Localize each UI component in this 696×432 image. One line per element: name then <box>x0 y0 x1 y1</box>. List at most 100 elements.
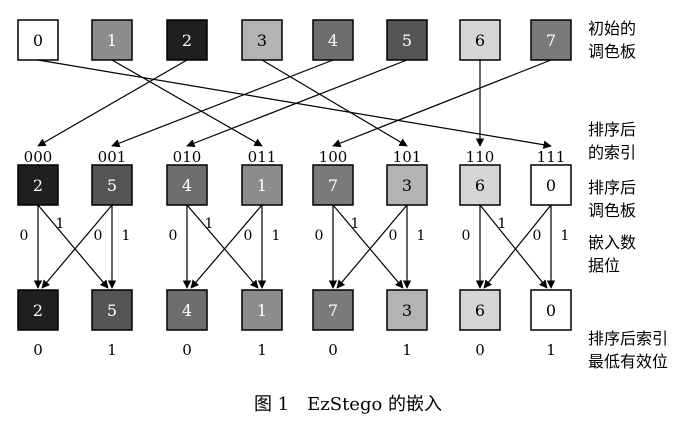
initial-palette-entry-value: 0 <box>33 31 43 50</box>
result-palette-entry-swatch <box>312 289 354 331</box>
sorted-index-label: 011 <box>248 148 277 166</box>
sorted-palette-entry-swatch <box>312 164 354 206</box>
embed-arrow-cross <box>37 204 109 289</box>
result-palette-entry-swatch <box>530 289 572 331</box>
initial-palette-entry-value: 7 <box>546 31 556 50</box>
side-label-lsb: 排序后索引 <box>588 329 668 348</box>
embed-arrow-cross <box>186 204 259 289</box>
sort-mapping-arrow <box>332 59 552 148</box>
lsb-value: 1 <box>257 341 267 359</box>
result-palette-entry: 1 <box>241 289 283 331</box>
sorted-palette-entry-value: 6 <box>475 176 485 195</box>
embed-bit-label: 0 <box>94 228 103 244</box>
result-palette-entry: 2 <box>17 289 59 331</box>
side-label-embed-bit: 嵌入数 <box>588 233 636 252</box>
result-palette-entry-value: 7 <box>328 301 338 320</box>
side-label-initial-palette: 调色板 <box>588 42 636 61</box>
embed-bit-label: 1 <box>351 216 360 232</box>
initial-palette-entry-swatch <box>241 19 283 61</box>
initial-palette-entry-value: 4 <box>328 31 338 50</box>
sorted-palette-entry: 5 <box>91 164 133 206</box>
initial-palette-entry: 7 <box>530 19 572 61</box>
embed-arrow-cross <box>41 204 113 289</box>
lsb-value: 0 <box>33 341 43 359</box>
embed-bit-label: 1 <box>417 228 426 244</box>
sorted-palette-entry: 0 <box>530 164 572 206</box>
embed-bit-label: 1 <box>498 216 507 232</box>
sorted-index-label: 100 <box>319 148 348 166</box>
initial-palette-entry-swatch <box>166 19 208 61</box>
sorted-index-label: 111 <box>537 148 566 166</box>
result-palette-entry-swatch <box>459 289 501 331</box>
lsb-value: 0 <box>328 341 338 359</box>
initial-palette-entry-value: 2 <box>182 31 192 50</box>
result-palette-entry: 3 <box>386 289 428 331</box>
side-label-embed-bit: 据位 <box>588 256 620 275</box>
embed-bit-label: 0 <box>462 228 471 244</box>
result-palette-entry: 7 <box>312 289 354 331</box>
sorted-palette-entry-swatch <box>386 164 428 206</box>
sorted-palette-entry-value: 7 <box>328 176 338 195</box>
embed-bit-label: 1 <box>272 228 281 244</box>
lsb-value: 1 <box>402 341 412 359</box>
side-label-sorted-palette: 调色板 <box>588 201 636 220</box>
result-palette-entry-swatch <box>241 289 283 331</box>
sorted-palette-entry: 7 <box>312 164 354 206</box>
result-palette-entry: 6 <box>459 289 501 331</box>
embed-bit-label: 1 <box>561 228 570 244</box>
result-palette-entry: 4 <box>166 289 208 331</box>
side-label-sorted-palette: 排序后 <box>588 178 636 197</box>
initial-palette-entry-swatch <box>312 19 354 61</box>
initial-palette-entry-value: 5 <box>402 31 412 50</box>
embed-bit-label: 0 <box>244 228 253 244</box>
sort-mapping-arrow <box>37 59 552 149</box>
sorted-index-label: 000 <box>24 148 53 166</box>
result-palette-entry-swatch <box>166 289 208 331</box>
sorted-palette-entry: 1 <box>241 164 283 206</box>
sort-mapping-arrow <box>111 59 334 148</box>
result-palette-entry-value: 6 <box>475 301 485 320</box>
sorted-palette-entry-value: 4 <box>182 176 192 195</box>
sort-mapping-arrow <box>37 59 188 147</box>
result-palette-entry-value: 4 <box>182 301 192 320</box>
side-label-initial-palette: 初始的 <box>588 19 636 38</box>
sorted-index-label: 110 <box>466 148 495 166</box>
sorted-palette-entry-swatch <box>459 164 501 206</box>
sort-mapping-arrow <box>111 59 263 147</box>
sorted-index-label: 010 <box>173 148 202 166</box>
sort-mapping-arrow <box>261 59 408 147</box>
connector-lines <box>33 59 556 289</box>
initial-palette-entry-value: 1 <box>107 31 117 50</box>
embed-bit-label: 0 <box>389 228 398 244</box>
embed-bit-label: 1 <box>122 228 131 244</box>
sorted-palette-entry-value: 3 <box>402 176 412 195</box>
result-palette-entry: 5 <box>91 289 133 331</box>
lsb-value: 0 <box>182 341 192 359</box>
initial-palette-entry: 1 <box>91 19 133 61</box>
initial-palette-entry-swatch <box>459 19 501 61</box>
initial-palette-entry-swatch <box>17 19 59 61</box>
sorted-palette-entry: 6 <box>459 164 501 206</box>
sorted-palette-entry-value: 2 <box>33 176 43 195</box>
embed-arrow-cross <box>483 204 552 289</box>
embed-arrow-cross <box>332 204 404 289</box>
sorted-palette-entry: 2 <box>17 164 59 206</box>
embed-arrow-cross <box>479 204 548 289</box>
result-palette-entry-value: 3 <box>402 301 412 320</box>
embed-arrow-cross <box>336 204 408 289</box>
side-label-lsb: 最低有效位 <box>588 352 668 371</box>
sorted-palette-entry-swatch <box>530 164 572 206</box>
initial-palette-entry: 4 <box>312 19 354 61</box>
sorted-palette-entry-swatch <box>17 164 59 206</box>
figure-caption: 图 1 EzStego 的嵌入 <box>254 394 442 415</box>
embed-bit-label: 0 <box>533 228 542 244</box>
side-label-sorted-index: 排序后 <box>588 120 636 139</box>
result-palette-entry-swatch <box>91 289 133 331</box>
side-label-sorted-index: 的索引 <box>588 143 636 162</box>
initial-palette-entry-swatch <box>386 19 428 61</box>
sorted-palette-entry: 4 <box>166 164 208 206</box>
result-palette-entry-value: 1 <box>257 301 267 320</box>
